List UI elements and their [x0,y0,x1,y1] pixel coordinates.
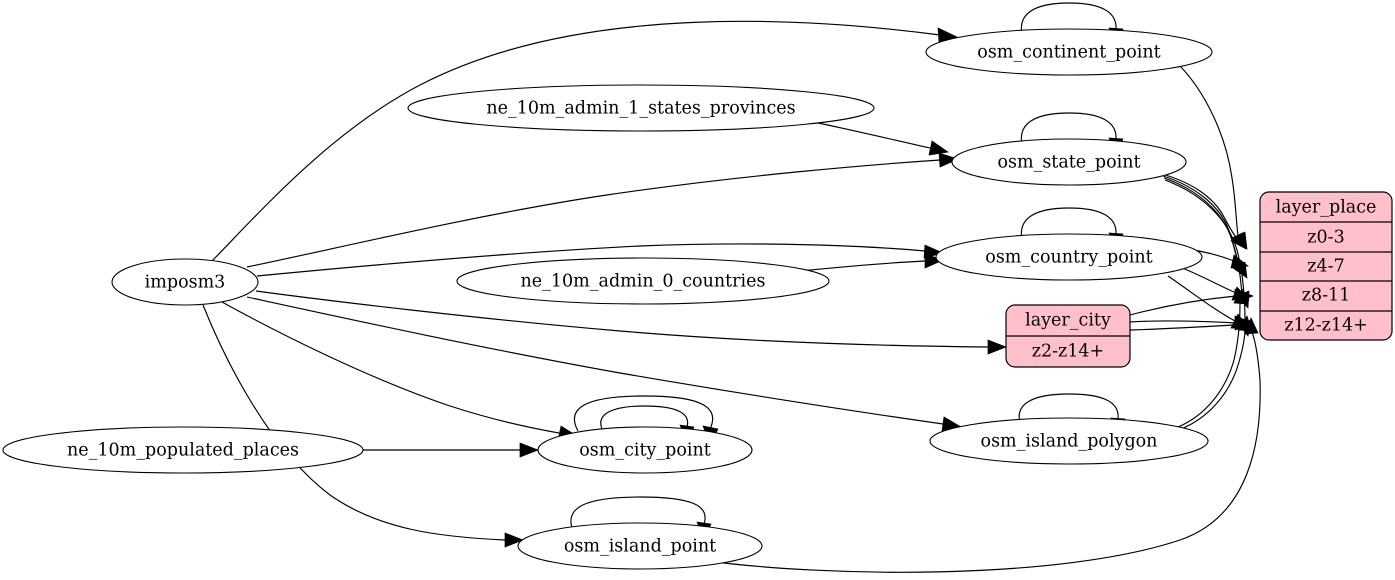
node-osm-country-point-label: osm_country_point [985,248,1152,268]
edge-imposm3-to-osm-continent-point [211,20,958,262]
edge-osm-island-polygon-to-layer-place-z8-11 [1177,288,1248,428]
edge-layer-city-to-layer-place-extra [1129,324,1235,331]
node-ne-10m-admin-1-states-provinces-label: ne_10m_admin_1_states_provinces [486,99,795,119]
node-osm-country-point[interactable]: osm_country_point [935,233,1203,281]
node-ne-10m-admin-0-countries-label: ne_10m_admin_0_countries [521,272,766,292]
node-ne-10m-populated-places[interactable]: ne_10m_populated_places [2,426,364,474]
node-ne-10m-admin-1-states-provinces[interactable]: ne_10m_admin_1_states_provinces [407,84,875,132]
edge-imposm3-to-osm-state-point [246,152,959,268]
edge-osm-continent-point-to-layer-place-z0-3 [1179,65,1248,250]
node-layer-place[interactable]: layer_place z0-3 z4-7 z8-11 z12-z14+ [1259,191,1393,341]
edge-imposm3-to-osm-country-point [256,243,945,277]
record-layer: layer_city z2-z14+ layer_place z0-3 z4-7… [1005,191,1393,368]
layer-place-row-z0-3[interactable]: z0-3 [1307,228,1344,248]
edge-osm-state-point-to-layer-place-z0-3 [1161,173,1247,250]
node-osm-state-point[interactable]: osm_state_point [951,138,1187,186]
node-osm-continent-point[interactable]: osm_continent_point [925,28,1213,76]
node-osm-city-point-label: osm_city_point [579,441,711,461]
node-layer-city[interactable]: layer_city z2-z14+ [1005,304,1131,368]
node-osm-island-point[interactable]: osm_island_point [517,522,763,570]
layer-city-row-z2-z14[interactable]: z2-z14+ [1032,342,1104,362]
node-ne-10m-populated-places-label: ne_10m_populated_places [67,441,299,461]
edge-ne-populated-places-to-osm-city-point [363,442,539,458]
node-layer: imposm3 ne_10m_admin_1_states_provinces … [2,28,1213,570]
node-osm-continent-point-label: osm_continent_point [977,43,1160,63]
edge-imposm3-to-osm-island-point [202,304,524,548]
node-osm-island-point-label: osm_island_point [564,537,716,557]
layer-place-title: layer_place [1276,198,1377,218]
layer-city-title: layer_city [1025,311,1111,331]
edge-ne-admin-0-to-osm-country-point [799,253,944,272]
edge-osm-island-polygon-to-layer-place-z12-z14 [1180,315,1253,430]
node-osm-city-point[interactable]: osm_city_point [537,426,753,474]
layer-place-row-z8-11[interactable]: z8-11 [1302,286,1351,306]
node-imposm3[interactable]: imposm3 [111,258,259,306]
edge-imposm3-to-osm-city-point [221,301,578,441]
node-osm-state-point-label: osm_state_point [997,153,1140,173]
layer-place-row-z4-7[interactable]: z4-7 [1307,257,1344,277]
node-osm-island-polygon[interactable]: osm_island_polygon [929,417,1209,465]
edge-ne-admin-1-to-osm-state-point [817,122,949,156]
node-osm-island-polygon-label: osm_island_polygon [981,432,1158,452]
edge-imposm3-to-layer-city [255,290,1007,355]
layer-place-row-z12-z14[interactable]: z12-z14+ [1284,316,1368,336]
node-ne-10m-admin-0-countries[interactable]: ne_10m_admin_0_countries [456,257,830,305]
edge-imposm3-to-osm-island-polygon [246,296,962,432]
edge-osm-island-point-to-layer-place-z12-z14 [699,317,1261,573]
node-imposm3-label: imposm3 [145,273,226,293]
